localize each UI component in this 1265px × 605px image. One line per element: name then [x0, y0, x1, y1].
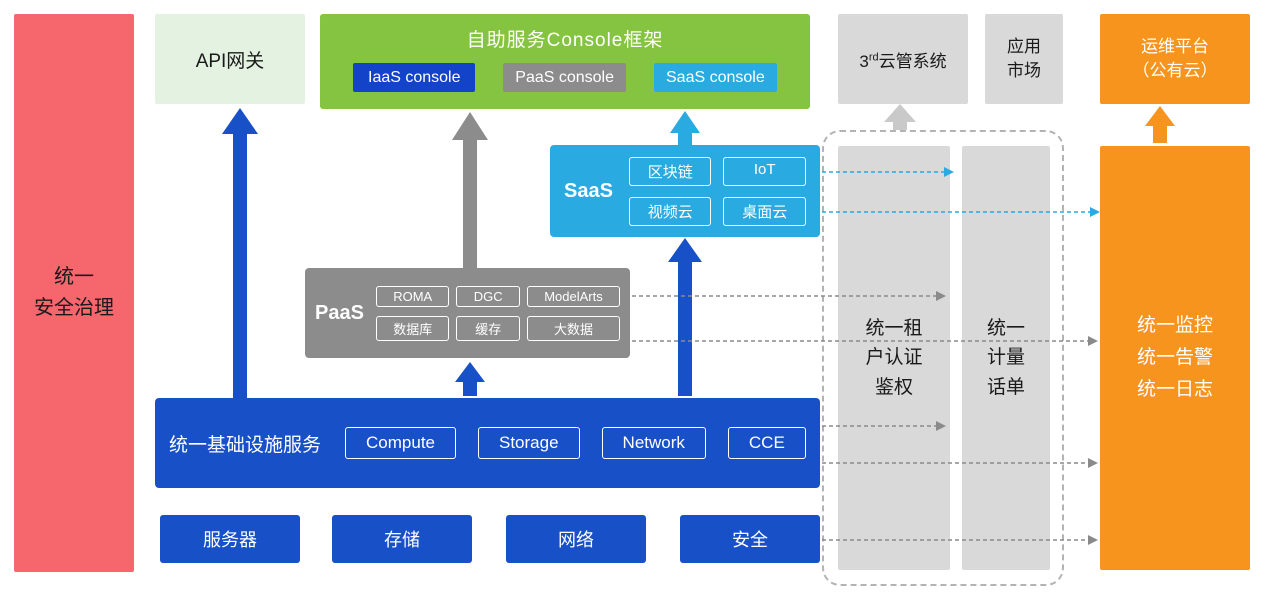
- saas-item-iot: IoT: [723, 156, 806, 186]
- dash-hardware-to-monitoring-arrowhead-icon: [1088, 535, 1098, 545]
- unified-security-governance-bar: 统一 安全治理: [14, 14, 134, 572]
- infra-item-compute: Compute: [345, 427, 456, 459]
- paas-item-modelarts: ModelArts: [526, 285, 620, 307]
- arrow-infra-to-saas-icon: [668, 238, 702, 396]
- arrow-to-ops-platform-icon: [1145, 106, 1175, 143]
- dash-infra-to-monitoring-arrowhead-icon: [1088, 458, 1098, 468]
- app-market-box: 应用 市场: [985, 14, 1063, 104]
- infra-item-storage: Storage: [478, 427, 580, 459]
- hardware-network-box: 网络: [506, 515, 646, 563]
- paas-label: PaaS: [315, 301, 364, 324]
- unified-auth-bar: 统一租 户认证 鉴权: [838, 146, 950, 570]
- saas-item-desktop-cloud: 桌面云: [723, 196, 806, 226]
- arrow-infra-to-paas-icon: [455, 362, 485, 396]
- unified-metering-bar: 统一 计量 话单: [962, 146, 1050, 570]
- ops-platform-box: 运维平台 （公有云）: [1100, 14, 1250, 104]
- hardware-storage-box: 存储: [332, 515, 472, 563]
- console-framework-title: 自助服务Console框架: [466, 30, 664, 51]
- third-party-label: 3rd云管系统: [859, 50, 947, 71]
- tenant-services-dashed-container: [822, 130, 1064, 586]
- console-buttons-row: IaaS console PaaS console SaaS console: [353, 63, 777, 92]
- saas-block: SaaS 区块链 IoT 视频云 桌面云: [550, 145, 820, 237]
- dash-saas-to-monitoring-arrowhead-icon: [1090, 207, 1100, 217]
- hardware-server-box: 服务器: [160, 515, 300, 563]
- paas-item-cache: 缓存: [456, 315, 520, 341]
- hardware-security-box: 安全: [680, 515, 820, 563]
- saas-console-button: SaaS console: [654, 63, 777, 92]
- unified-monitoring-bar: 统一监控 统一告警 统一日志: [1100, 146, 1250, 570]
- infra-item-network: Network: [601, 427, 706, 459]
- paas-item-roma: ROMA: [375, 285, 450, 307]
- infrastructure-block: 统一基础设施服务 Compute Storage Network CCE: [155, 398, 820, 488]
- paas-block: PaaS ROMA DGC ModelArts 数据库 缓存 大数据: [305, 268, 630, 358]
- dash-paas-to-monitoring-arrowhead-icon: [1088, 336, 1098, 346]
- paas-items: ROMA DGC ModelArts 数据库 缓存 大数据: [375, 285, 620, 341]
- arrow-infra-to-api-gateway-icon: [222, 108, 258, 398]
- third-party-cloud-mgmt-box: 3rd云管系统: [838, 14, 968, 104]
- arrow-to-third-party-icon: [884, 104, 916, 130]
- paas-console-button: PaaS console: [503, 63, 626, 92]
- arrow-paas-to-console-icon: [452, 112, 488, 268]
- infra-item-cce: CCE: [727, 427, 806, 459]
- iaas-console-button: IaaS console: [353, 63, 476, 92]
- arrow-saas-to-console-icon: [670, 111, 700, 147]
- infrastructure-items: Compute Storage Network CCE: [345, 427, 806, 459]
- saas-item-video-cloud: 视频云: [628, 196, 712, 226]
- saas-items: 区块链 IoT 视频云 桌面云: [628, 156, 806, 226]
- infrastructure-label: 统一基础设施服务: [169, 434, 322, 456]
- saas-item-blockchain: 区块链: [628, 156, 712, 186]
- paas-item-database: 数据库: [375, 315, 450, 341]
- paas-item-bigdata: 大数据: [526, 315, 620, 341]
- paas-item-dgc: DGC: [456, 285, 520, 307]
- api-gateway-box: API网关: [155, 14, 305, 104]
- console-framework-box: 自助服务Console框架 IaaS console PaaS console …: [320, 14, 810, 109]
- saas-label: SaaS: [564, 179, 613, 202]
